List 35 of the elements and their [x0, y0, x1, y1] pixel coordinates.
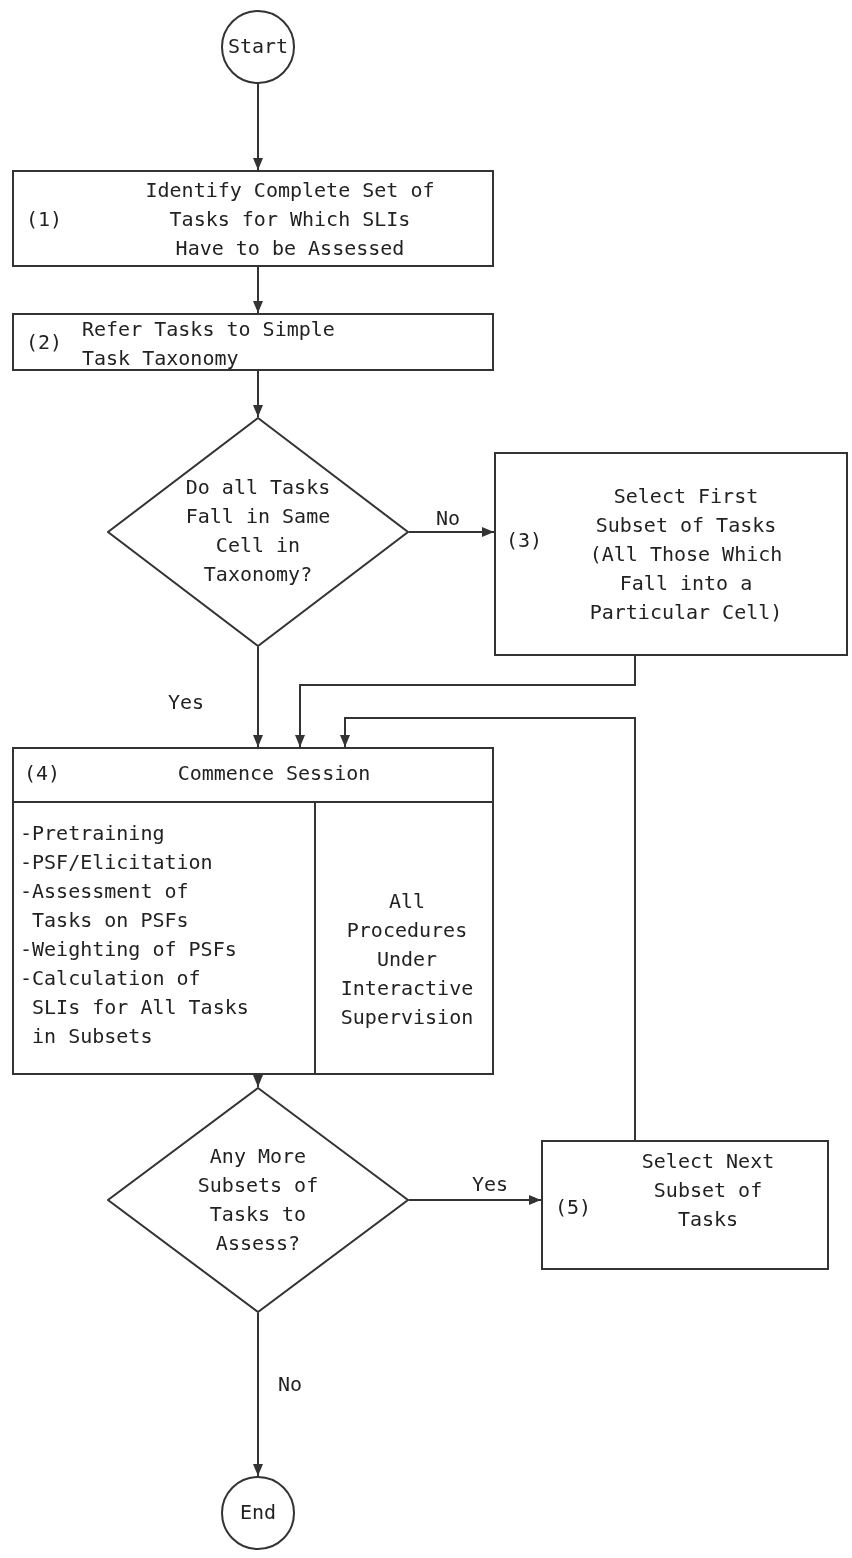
- node-text: Select Next Subset of Tasks: [640, 1148, 776, 1233]
- list-item: -Assessment of Tasks on PSFs: [20, 878, 190, 934]
- node-text: Do all Tasks Fall in Same Cell in Taxonomy?: [184, 474, 332, 588]
- node-text: End: [238, 1499, 278, 1526]
- arrow: [408, 527, 495, 537]
- process-box: [12, 747, 494, 1075]
- step-number: (1): [26, 206, 64, 233]
- arrow: [340, 717, 636, 1141]
- process-box: [494, 452, 848, 656]
- arrow: [253, 1074, 263, 1088]
- step-number: (4): [24, 760, 62, 787]
- node-text: Any More Subsets of Tasks to Assess?: [196, 1143, 320, 1257]
- arrow: [253, 266, 263, 314]
- process-box: [12, 313, 494, 371]
- list-item: -PSF/Elicitation: [20, 849, 214, 876]
- arrow: [253, 1312, 263, 1477]
- arrow: [295, 655, 636, 748]
- process-box: [12, 170, 494, 267]
- node-text: Select First Subset of Tasks (All Those Which Fall into a Particular Cell): [588, 483, 784, 626]
- arrow: [253, 646, 263, 748]
- node-text: Start: [226, 33, 290, 60]
- arrow: [408, 1195, 542, 1205]
- list-item: -Calculation of SLIs for All Tasks in Subsets: [20, 965, 250, 1050]
- step-number: (3): [506, 527, 544, 554]
- process-box: [541, 1140, 829, 1270]
- node-text: Identify Complete Set of Tasks for Which SLIs Have to be Assessed: [144, 177, 436, 262]
- list-item: -Weighting of PSFs: [20, 936, 238, 963]
- step-number: (2): [26, 329, 64, 356]
- arrow: [253, 370, 263, 418]
- step-number: (5): [555, 1194, 593, 1221]
- arrow: [253, 83, 263, 171]
- list-item: -Pretraining: [20, 820, 166, 847]
- node-text: Refer Tasks to Simple Task Taxonomy: [82, 316, 336, 372]
- node-text: Commence Session: [176, 760, 372, 787]
- node-text: All Procedures Under Interactive Supervision: [339, 888, 475, 1031]
